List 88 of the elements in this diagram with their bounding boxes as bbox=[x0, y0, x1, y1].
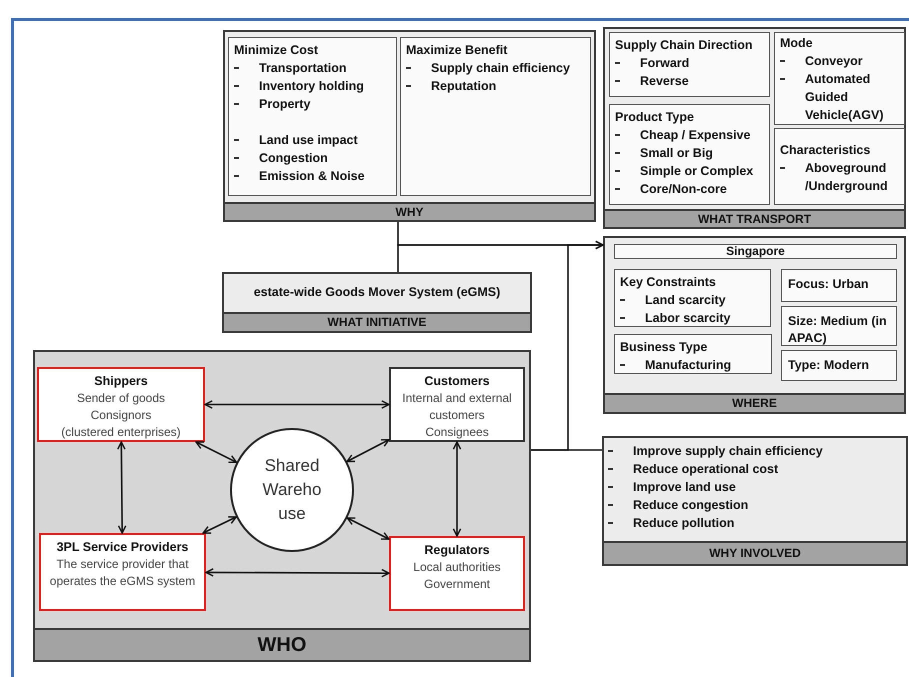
box-text: Government bbox=[422, 576, 492, 593]
box-text: The service provider that operates the eGMS system bbox=[48, 556, 196, 590]
list-item: Cheap / Expensive bbox=[640, 127, 750, 144]
list-item: Reverse bbox=[640, 73, 689, 90]
list-item: Emission & Noise bbox=[259, 168, 365, 185]
section-panel bbox=[222, 272, 532, 333]
arrow bbox=[452, 441, 462, 537]
initiative-text: estate-wide Goods Mover System (eGMS) bbox=[252, 284, 502, 301]
list-item: Inventory holding bbox=[259, 78, 364, 95]
box-heading: Minimize Cost bbox=[234, 42, 320, 59]
category-box bbox=[609, 32, 770, 97]
list-item: Small or Big bbox=[640, 145, 713, 162]
box-text: Internal and external customers bbox=[401, 390, 513, 424]
box-heading: Product Type bbox=[615, 109, 695, 126]
section-label: WHAT INITIATIVE bbox=[224, 312, 530, 331]
arrow bbox=[195, 441, 238, 464]
location-bar bbox=[614, 244, 897, 259]
box-heading: 3PL Service Providers bbox=[56, 539, 190, 556]
box-heading: Supply Chain Direction bbox=[615, 37, 754, 54]
box-heading: Mode bbox=[780, 35, 814, 52]
section-label: WHY bbox=[225, 202, 594, 220]
category-box bbox=[614, 269, 771, 327]
list-item: Manufacturing bbox=[645, 357, 732, 374]
list-item: Aboveground /Underground bbox=[805, 160, 889, 195]
list-item: Improve supply chain efficiency bbox=[633, 443, 823, 460]
box-text: Sender of goods bbox=[76, 390, 166, 407]
stakeholder-box bbox=[389, 367, 525, 442]
box-heading: Business Type bbox=[620, 339, 708, 356]
arrow bbox=[202, 516, 237, 534]
section-label: WHO bbox=[35, 628, 529, 660]
box-heading: Maximize Benefit bbox=[406, 42, 508, 59]
stakeholder-box bbox=[37, 367, 205, 442]
attribute-box bbox=[781, 350, 897, 381]
section-label: WHERE bbox=[605, 393, 904, 412]
section-label: WHY INVOLVED bbox=[604, 541, 906, 564]
attribute-box bbox=[781, 306, 897, 346]
list-item: Reputation bbox=[431, 78, 496, 95]
circle-text: Shared Wareho use bbox=[262, 455, 322, 525]
section-panel bbox=[223, 30, 596, 222]
box-text: (clustered enterprises) bbox=[60, 424, 182, 441]
arrow bbox=[205, 568, 390, 578]
box-text: Focus: Urban bbox=[787, 276, 870, 293]
section-label: WHAT TRANSPORT bbox=[605, 209, 904, 227]
connector-line bbox=[531, 449, 602, 451]
box-heading: Shippers bbox=[93, 373, 149, 390]
category-box bbox=[614, 334, 772, 374]
box-heading: Characteristics bbox=[780, 142, 872, 159]
list-item: Reduce operational cost bbox=[633, 461, 778, 478]
box-text: Consignees bbox=[424, 424, 490, 441]
category-box bbox=[400, 37, 591, 196]
attribute-box bbox=[781, 269, 897, 302]
category-box bbox=[609, 104, 770, 205]
list-item: Automated Guided Vehicle(AGV) bbox=[805, 71, 884, 124]
box-text: Consignors bbox=[90, 407, 152, 424]
arrow bbox=[346, 517, 390, 540]
box-text: Local authorities bbox=[412, 559, 502, 576]
box-text: Type: Modern bbox=[787, 357, 870, 374]
list-item: Reduce congestion bbox=[633, 497, 748, 514]
list-item: Labor scarcity bbox=[645, 310, 730, 327]
list-item: Land scarcity bbox=[645, 292, 726, 309]
arrow bbox=[346, 438, 390, 462]
list-item: Reduce pollution bbox=[633, 515, 734, 532]
section-panel bbox=[602, 436, 908, 566]
list-item: Supply chain efficiency bbox=[431, 60, 570, 77]
list-item: Core/Non-core bbox=[640, 181, 727, 198]
section-panel bbox=[603, 27, 906, 229]
list-item: Simple or Complex bbox=[640, 163, 754, 180]
box-text: Singapore bbox=[725, 245, 786, 257]
list-item: Forward bbox=[640, 55, 690, 72]
box-text: Size: Medium (in APAC) bbox=[787, 313, 888, 347]
list-item: Land use impact bbox=[259, 132, 358, 149]
box-heading: Regulators bbox=[423, 542, 491, 559]
box-heading: Key Constraints bbox=[620, 274, 717, 291]
section-panel bbox=[603, 236, 906, 414]
list-item: Congestion bbox=[259, 150, 328, 167]
list-item: Improve land use bbox=[633, 479, 736, 496]
stakeholder-box bbox=[389, 536, 525, 611]
arrow bbox=[204, 400, 390, 409]
arrow bbox=[117, 441, 126, 534]
list-item: Conveyor bbox=[805, 53, 863, 70]
category-box bbox=[774, 32, 905, 125]
category-box bbox=[228, 37, 397, 196]
box-heading: Customers bbox=[423, 373, 491, 390]
stakeholder-box bbox=[39, 533, 206, 611]
category-box bbox=[774, 128, 905, 205]
list-item: Transportation bbox=[259, 60, 347, 77]
section-panel bbox=[33, 350, 531, 662]
list-item: Property bbox=[259, 96, 310, 113]
